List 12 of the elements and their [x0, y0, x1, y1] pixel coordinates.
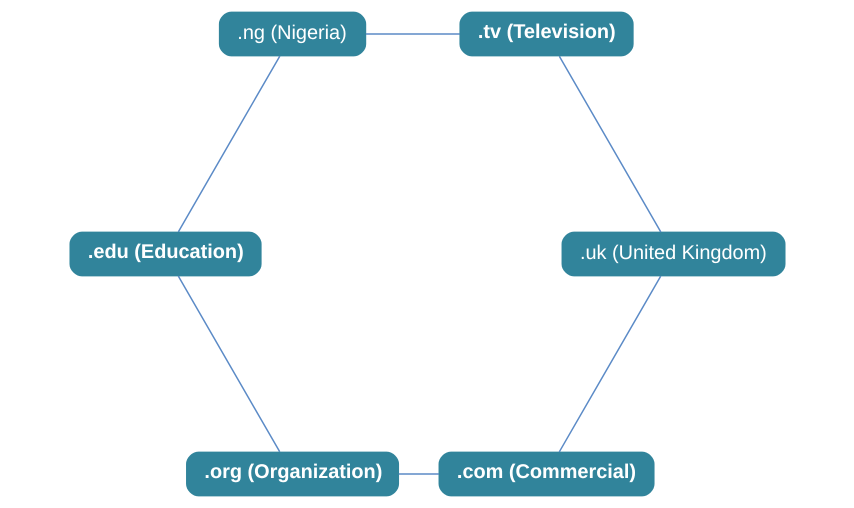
connector	[177, 56, 280, 232]
connector	[177, 276, 280, 452]
node-box: .com (Commercial)	[438, 452, 654, 496]
connector	[558, 56, 661, 232]
node-box: .tv (Television)	[458, 12, 634, 56]
connector	[366, 33, 460, 35]
connector	[398, 473, 438, 475]
connector	[558, 276, 661, 452]
node-box: .org (Organization)	[186, 452, 399, 496]
node-box: .ng (Nigeria)	[218, 12, 366, 56]
node-box: .uk (United Kingdom)	[561, 232, 786, 276]
node-box: .edu (Education)	[68, 232, 262, 276]
